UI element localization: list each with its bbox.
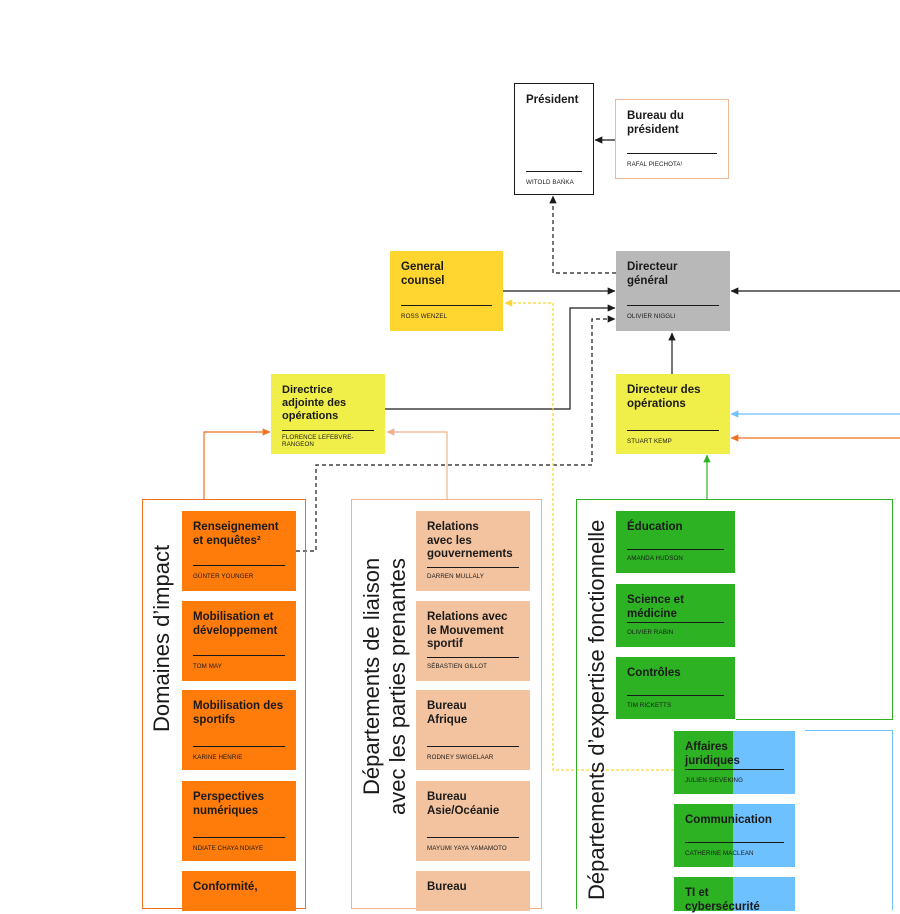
- divider: [627, 549, 724, 550]
- item-title: Renseignement et enquêtes²: [193, 521, 279, 547]
- item-name: SÉBASTIEN GILLOT: [427, 663, 488, 670]
- directeur-operations-name: STUART KEMP: [627, 438, 672, 445]
- item-title: Conformité,: [193, 881, 258, 893]
- liaison-item-mouvement-sportif[interactable]: Relations avec le Mouvement sportif SÉBA…: [416, 601, 530, 681]
- divider: [193, 837, 285, 838]
- impact-item-conformite[interactable]: Conformité,: [182, 871, 296, 911]
- divider: [427, 657, 519, 658]
- expertise-item-controles[interactable]: Contrôles TIM RICKETTS: [616, 657, 735, 719]
- divider: [627, 430, 719, 431]
- bureau-president-box[interactable]: Bureau du président RAFAL PIECHOTA¹: [615, 99, 729, 179]
- divider: [427, 837, 519, 838]
- bureau-president-name: RAFAL PIECHOTA¹: [627, 161, 683, 168]
- expertise-item-science[interactable]: Science et médicine OLIVIER RABIN: [616, 584, 735, 647]
- divider: [401, 305, 492, 306]
- item-name: RODNEY SWIGELAAR: [427, 754, 494, 761]
- item-title: Mobilisation des sportifs: [193, 700, 284, 726]
- expertise-frame-left: [576, 719, 577, 909]
- directeur-operations-title: Directeur des opérations: [627, 384, 701, 410]
- divider: [627, 695, 724, 696]
- liaison-item-bureau-asie[interactable]: Bureau Asie/Océanie MAYUMI YAYA YAMAMOTO: [416, 781, 530, 861]
- expertise-frame: [576, 499, 893, 720]
- divider: [627, 153, 717, 154]
- item-name: AMANDA HUDSON: [627, 555, 683, 562]
- impact-item-mobilisation-developpement[interactable]: Mobilisation et développement TOM MAY: [182, 601, 296, 681]
- bureau-president-title: Bureau du président: [627, 110, 684, 136]
- item-name: JULIEN SIEVEKING: [685, 777, 743, 784]
- expertise-item-education[interactable]: Éducation AMANDA HUDSON: [616, 511, 735, 573]
- directrice-adjointe-title: Directrice adjointe des opérations: [282, 384, 347, 422]
- item-name: DARREN MULLALY: [427, 573, 484, 580]
- divider: [193, 565, 285, 566]
- item-title: Relations avec le Mouvement sportif: [427, 611, 508, 650]
- item-title: Bureau Asie/Océanie: [427, 791, 500, 817]
- item-name: GÜNTER YOUNGER: [193, 573, 254, 580]
- directeur-general-title: Directeur général: [627, 261, 678, 287]
- directrice-adjointe-name: FLORENCE LEFEBVRE-RANGEON: [282, 434, 354, 448]
- item-name: NDIATE CHAYA NDIAYE: [193, 845, 264, 852]
- blue-frame: [805, 730, 893, 910]
- expertise-item-ti-cybersecurite[interactable]: TI et cybersécurité: [674, 877, 795, 913]
- item-title: Éducation: [627, 521, 683, 533]
- liaison-item-bureau-afrique[interactable]: Bureau Afrique RODNEY SWIGELAAR: [416, 690, 530, 770]
- impact-label: Domaines d’impact: [149, 544, 174, 732]
- item-title: Perspectives numériques: [193, 791, 264, 817]
- divider: [427, 567, 519, 568]
- item-name: KARINE HENRIE: [193, 754, 243, 761]
- liaison-label-line1: Départements de liaison: [359, 557, 384, 795]
- liaison-label-line2: avec les parties prenantes: [385, 558, 410, 815]
- expertise-item-affaires-juridiques[interactable]: Affaires juridiques JULIEN SIEVEKING: [674, 731, 795, 794]
- divider: [193, 746, 285, 747]
- item-title: Science et médicine: [627, 594, 684, 620]
- item-title: Communication: [685, 814, 772, 826]
- item-title: Contrôles: [627, 667, 681, 679]
- divider: [193, 655, 285, 656]
- directrice-adjointe-box[interactable]: Directrice adjointe des opérations FLORE…: [271, 374, 385, 454]
- item-name: CATHERINE MACLEAN: [685, 850, 754, 857]
- impact-item-perspectives-numeriques[interactable]: Perspectives numériques NDIATE CHAYA NDI…: [182, 781, 296, 861]
- divider: [627, 622, 724, 623]
- item-title: TI et cybersécurité: [685, 887, 760, 913]
- directeur-general-name: OLIVIER NIGGLI: [627, 313, 676, 320]
- directeur-operations-box[interactable]: Directeur des opérations STUART KEMP: [616, 374, 730, 454]
- president-name: WITOLD BAŃKA: [526, 179, 574, 186]
- divider: [282, 430, 374, 431]
- president-box[interactable]: Président WITOLD BAŃKA: [514, 83, 594, 195]
- expertise-frame-bottom: [736, 719, 893, 720]
- general-counsel-box[interactable]: General counsel ROSS WENZEL: [390, 251, 503, 331]
- liaison-item-gouvernements[interactable]: Relations avec les gouvernements DARREN …: [416, 511, 530, 591]
- divider: [427, 746, 519, 747]
- item-title: Bureau: [427, 881, 467, 893]
- item-name: MAYUMI YAYA YAMAMOTO: [427, 845, 507, 852]
- expertise-item-communication[interactable]: Communication CATHERINE MACLEAN: [674, 804, 795, 867]
- divider: [685, 769, 784, 770]
- item-name: TIM RICKETTS: [627, 702, 672, 709]
- item-title: Affaires juridiques: [685, 741, 740, 767]
- liaison-item-bureau[interactable]: Bureau: [416, 871, 530, 911]
- impact-item-renseignement[interactable]: Renseignement et enquêtes² GÜNTER YOUNGE…: [182, 511, 296, 591]
- item-name: OLIVIER RABIN: [627, 629, 674, 636]
- general-counsel-name: ROSS WENZEL: [401, 313, 448, 320]
- expertise-label: Départements d’expertise fonctionnelle: [584, 519, 609, 900]
- general-counsel-title: General counsel: [401, 261, 445, 287]
- divider: [685, 842, 784, 843]
- president-title: Président: [526, 94, 579, 106]
- divider: [627, 305, 719, 306]
- directeur-general-box[interactable]: Directeur général OLIVIER NIGGLI: [616, 251, 730, 331]
- item-title: Mobilisation et développement: [193, 611, 278, 637]
- item-name: TOM MAY: [193, 663, 223, 670]
- item-title: Relations avec les gouvernements: [427, 521, 513, 560]
- divider: [526, 171, 582, 172]
- impact-item-mobilisation-sportifs[interactable]: Mobilisation des sportifs KARINE HENRIE: [182, 690, 296, 770]
- item-title: Bureau Afrique: [427, 700, 468, 726]
